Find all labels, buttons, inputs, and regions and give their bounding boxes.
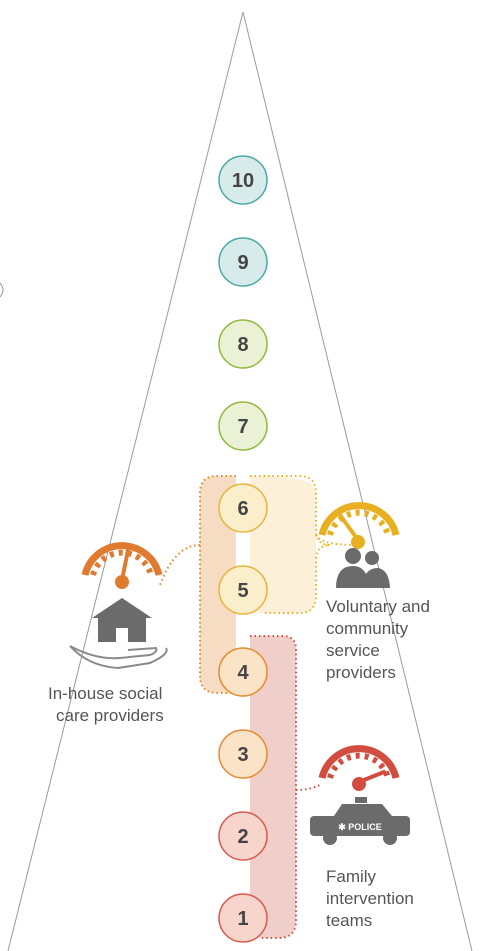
label-line: Voluntary and (326, 597, 430, 616)
level-circle-shape (218, 401, 268, 451)
level-circle-shape (218, 893, 268, 943)
level-circle-6: 6 (218, 483, 268, 533)
police-car-badge: ✱ POLICE (338, 822, 382, 832)
house-in-hand-icon (69, 598, 168, 670)
level-circle-10: 10 (218, 155, 268, 205)
level-circle-4: 4 (218, 647, 268, 697)
level-number: 6 (237, 498, 248, 520)
level-circle-shape (218, 483, 268, 533)
edge-mark (0, 282, 4, 298)
family-gauge-icon (318, 745, 400, 791)
funnel-left-line (7, 11, 244, 951)
level-number: 3 (237, 744, 248, 766)
in-house-providers-label: In-house social care providers (48, 683, 164, 727)
label-line: providers (326, 663, 396, 682)
level-number: 4 (237, 662, 249, 684)
label-line: In-house social (48, 684, 163, 703)
level-circle-shape (218, 647, 268, 697)
voluntary-gauge-icon (318, 502, 400, 549)
level-circle-shape (218, 155, 268, 205)
level-circle-shape (218, 319, 268, 369)
label-line: community (326, 619, 409, 638)
in-house-connector (159, 544, 201, 586)
level-circle-shape (218, 237, 268, 287)
people-hugging-icon (336, 548, 390, 588)
level-circle-3: 3 (218, 729, 268, 779)
voluntary-connector (315, 534, 357, 546)
level-number: 7 (237, 416, 248, 438)
label-line: service (326, 641, 380, 660)
level-circle-1: 1 (218, 893, 268, 943)
level-circle-7: 7 (218, 401, 268, 451)
level-number: 10 (232, 170, 254, 192)
level-number: 8 (237, 334, 248, 356)
level-number: 5 (237, 580, 248, 602)
label-line: care providers (56, 706, 164, 725)
in-house-gauge-icon (81, 542, 163, 589)
level-circles: 10 9 8 7 6 5 4 3 2 1 (218, 155, 268, 943)
level-circle-shape (218, 811, 268, 861)
family-connector (295, 783, 323, 791)
voluntary-providers-label: Voluntary and community service provider… (326, 596, 430, 684)
family-intervention-label: Family intervention teams (326, 866, 414, 932)
level-circle-shape (218, 729, 268, 779)
level-number: 2 (237, 826, 248, 848)
level-number: 9 (237, 252, 248, 274)
level-circle-8: 8 (218, 319, 268, 369)
family-band (250, 636, 296, 938)
level-circle-5: 5 (218, 565, 268, 615)
level-circle-2: 2 (218, 811, 268, 861)
label-line: Family (326, 867, 377, 886)
label-line: teams (326, 911, 373, 930)
funnel-right-line (242, 11, 473, 951)
level-circle-9: 9 (218, 237, 268, 287)
police-car-icon: ✱ POLICE (310, 797, 410, 845)
label-line: intervention (326, 889, 414, 908)
in-house-band (200, 476, 236, 693)
level-number: 1 (237, 908, 248, 930)
family-band-outline (250, 635, 297, 939)
level-circle-shape (218, 565, 268, 615)
